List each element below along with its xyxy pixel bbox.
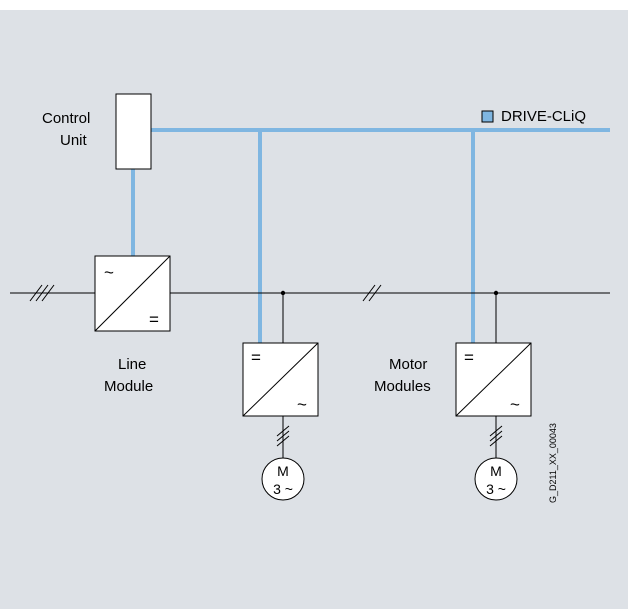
motor-module-1-output-symbol: ~ (297, 395, 307, 414)
motor-module-2-diagonal (455, 342, 532, 417)
motor-2-label-line1: M (490, 463, 502, 479)
line-module-diagonal (94, 255, 171, 332)
figure-id: G_D211_XX_00043 (548, 423, 558, 503)
motor-module-1-input-symbol: = (251, 348, 261, 367)
supply-hatch-left-2 (35, 284, 49, 302)
junction-dot-1 (280, 290, 286, 296)
control-unit: Control Unit (42, 93, 152, 170)
line-module-input-symbol: ~ (104, 263, 114, 282)
motor-cable-1-hatch-1 (276, 425, 290, 437)
line-module-output-symbol: = (149, 310, 159, 329)
control-unit-label-line2: Unit (60, 132, 88, 149)
motor-module-1-diagonal (242, 342, 319, 417)
line-module-label-line2: Module (104, 378, 153, 395)
motor-cable-2-hatch-1 (489, 425, 503, 437)
legend: DRIVE-CLiQ (481, 108, 586, 125)
motor-cable-1-hatch-2 (276, 430, 290, 442)
control-unit-label-line1: Control (42, 110, 90, 127)
supply-hatch-mid-2 (368, 284, 382, 302)
motor-modules-label-line2: Modules (374, 378, 431, 395)
motor-1: M 3 ~ (261, 457, 305, 501)
motor-2-label-line2: 3 ~ (486, 481, 506, 497)
line-module-label-line1: Line (118, 356, 146, 373)
motor-cable-2-hatch-3 (489, 435, 503, 447)
motor-2-circle (474, 457, 518, 501)
drive-cliq-bus (131, 128, 610, 343)
motor-module-2-input-symbol: = (464, 348, 474, 367)
motor-module-1: = ~ (242, 342, 319, 417)
supply-hatch-left-3 (41, 284, 55, 302)
motor-cables (276, 416, 503, 458)
motor-cable-1-hatch-3 (276, 435, 290, 447)
line-module: ~ = Line Module (94, 255, 171, 395)
junction-dot-2 (493, 290, 499, 296)
supply-hatch-mid-1 (362, 284, 376, 302)
motor-modules-label-line1: Motor (389, 356, 427, 373)
motor-module-2-output-symbol: ~ (510, 395, 520, 414)
motor-1-circle (261, 457, 305, 501)
motor-1-label-line2: 3 ~ (273, 481, 293, 497)
control-unit-box (115, 93, 152, 170)
supply-hatch-left-1 (29, 284, 43, 302)
legend-label: DRIVE-CLiQ (501, 108, 586, 125)
motor-1-label-line1: M (277, 463, 289, 479)
legend-square-icon (481, 110, 494, 123)
motor-2: M 3 ~ (474, 457, 518, 501)
motor-cable-2-hatch-2 (489, 430, 503, 442)
motor-module-2: = ~ (455, 342, 532, 417)
